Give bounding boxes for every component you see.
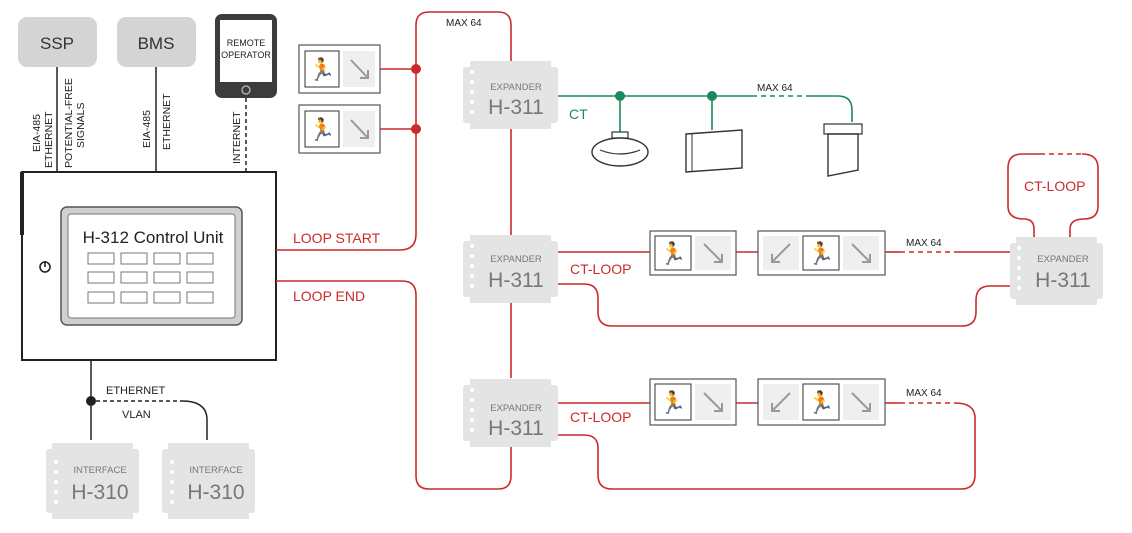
wall-luminaire-icon	[685, 129, 743, 173]
expander-2-model: H-311	[488, 269, 544, 292]
expander-3-model: H-311	[488, 417, 544, 440]
interface-2-caption: INTERFACE	[189, 465, 242, 476]
expander-1-caption: EXPANDER	[490, 82, 542, 93]
bms-ethernet-label: ETHERNET	[161, 93, 173, 150]
svg-text:🏃: 🏃	[659, 241, 686, 266]
exit-sign-4: 🏃	[757, 230, 886, 276]
exit-luminaire-icon	[823, 123, 863, 177]
ct-loop-max64-label-1: MAX 64	[906, 238, 942, 249]
remote-label-2: OPERATOR	[221, 50, 271, 60]
expander-4: EXPANDER H-311	[1010, 237, 1103, 305]
ct-lines	[558, 95, 853, 132]
expander-4-model: H-311	[1035, 269, 1091, 292]
expander-2-caption: EXPANDER	[490, 254, 542, 265]
expander-3: EXPANDER H-311	[463, 379, 558, 447]
expander-4-caption: EXPANDER	[1037, 254, 1089, 265]
ssp-potential-free-label: POTENTIAL-FREE	[63, 78, 75, 168]
ethernet-label: ETHERNET	[106, 385, 166, 397]
interface-1-model: H-310	[71, 481, 128, 504]
ssp-box: SSP	[18, 17, 97, 67]
loop-end-label: LOOP END	[293, 288, 365, 304]
ct-max64-label: MAX 64	[757, 83, 793, 94]
ceiling-light-icon	[591, 131, 649, 167]
expander-1: EXPANDER H-311	[463, 61, 558, 129]
svg-text:🏃: 🏃	[308, 117, 335, 142]
max64-top-label: MAX 64	[446, 18, 482, 29]
ssp-eia485-label: EIA-485	[31, 114, 43, 152]
control-unit-title: H-312 Control Unit	[83, 228, 224, 247]
bms-box: BMS	[117, 17, 196, 67]
vlan-label: VLAN	[122, 409, 151, 421]
ssp-signals-label: SIGNALS	[75, 102, 87, 148]
loop-lines	[276, 11, 1099, 490]
ct-label: CT	[569, 106, 588, 122]
svg-text:🏃: 🏃	[659, 390, 686, 415]
interface-2-model: H-310	[187, 481, 244, 504]
bms-eia485-label: EIA-485	[141, 110, 153, 148]
ct-loop-max64-label-2: MAX 64	[906, 388, 942, 399]
bms-label: BMS	[138, 34, 175, 53]
control-unit: H-312 Control Unit	[20, 171, 277, 361]
ct-loop-label-1: CT-LOOP	[570, 261, 631, 277]
exit-sign-2: 🏃	[298, 104, 381, 154]
expander-3-caption: EXPANDER	[490, 403, 542, 414]
ct-loop-label-2: CT-LOOP	[570, 409, 631, 425]
remote-operator-tablet: REMOTE OPERATOR	[215, 14, 277, 98]
remote-label-1: REMOTE	[227, 38, 266, 48]
exit-sign-6: 🏃	[757, 378, 886, 426]
expander-1-model: H-311	[488, 96, 544, 119]
ssp-label: SSP	[40, 34, 74, 53]
expander-2: EXPANDER H-311	[463, 235, 558, 303]
ssp-ethernet-label: ETHERNET	[43, 111, 55, 168]
internet-label: INTERNET	[231, 111, 243, 164]
exit-sign-1: 🏃	[298, 44, 381, 94]
loop-start-label: LOOP START	[293, 230, 381, 246]
svg-text:🏃: 🏃	[807, 390, 834, 415]
control-unit-keypad	[87, 252, 214, 304]
interface-1-caption: INTERFACE	[73, 465, 126, 476]
interface-2: INTERFACE H-310	[162, 443, 255, 519]
exit-sign-5: 🏃	[649, 378, 737, 426]
exit-sign-3: 🏃	[649, 230, 737, 276]
svg-text:🏃: 🏃	[308, 57, 335, 82]
power-icon	[39, 261, 51, 273]
ct-loop-label-3: CT-LOOP	[1024, 178, 1085, 194]
svg-text:🏃: 🏃	[807, 241, 834, 266]
interface-1: INTERFACE H-310	[46, 443, 139, 519]
